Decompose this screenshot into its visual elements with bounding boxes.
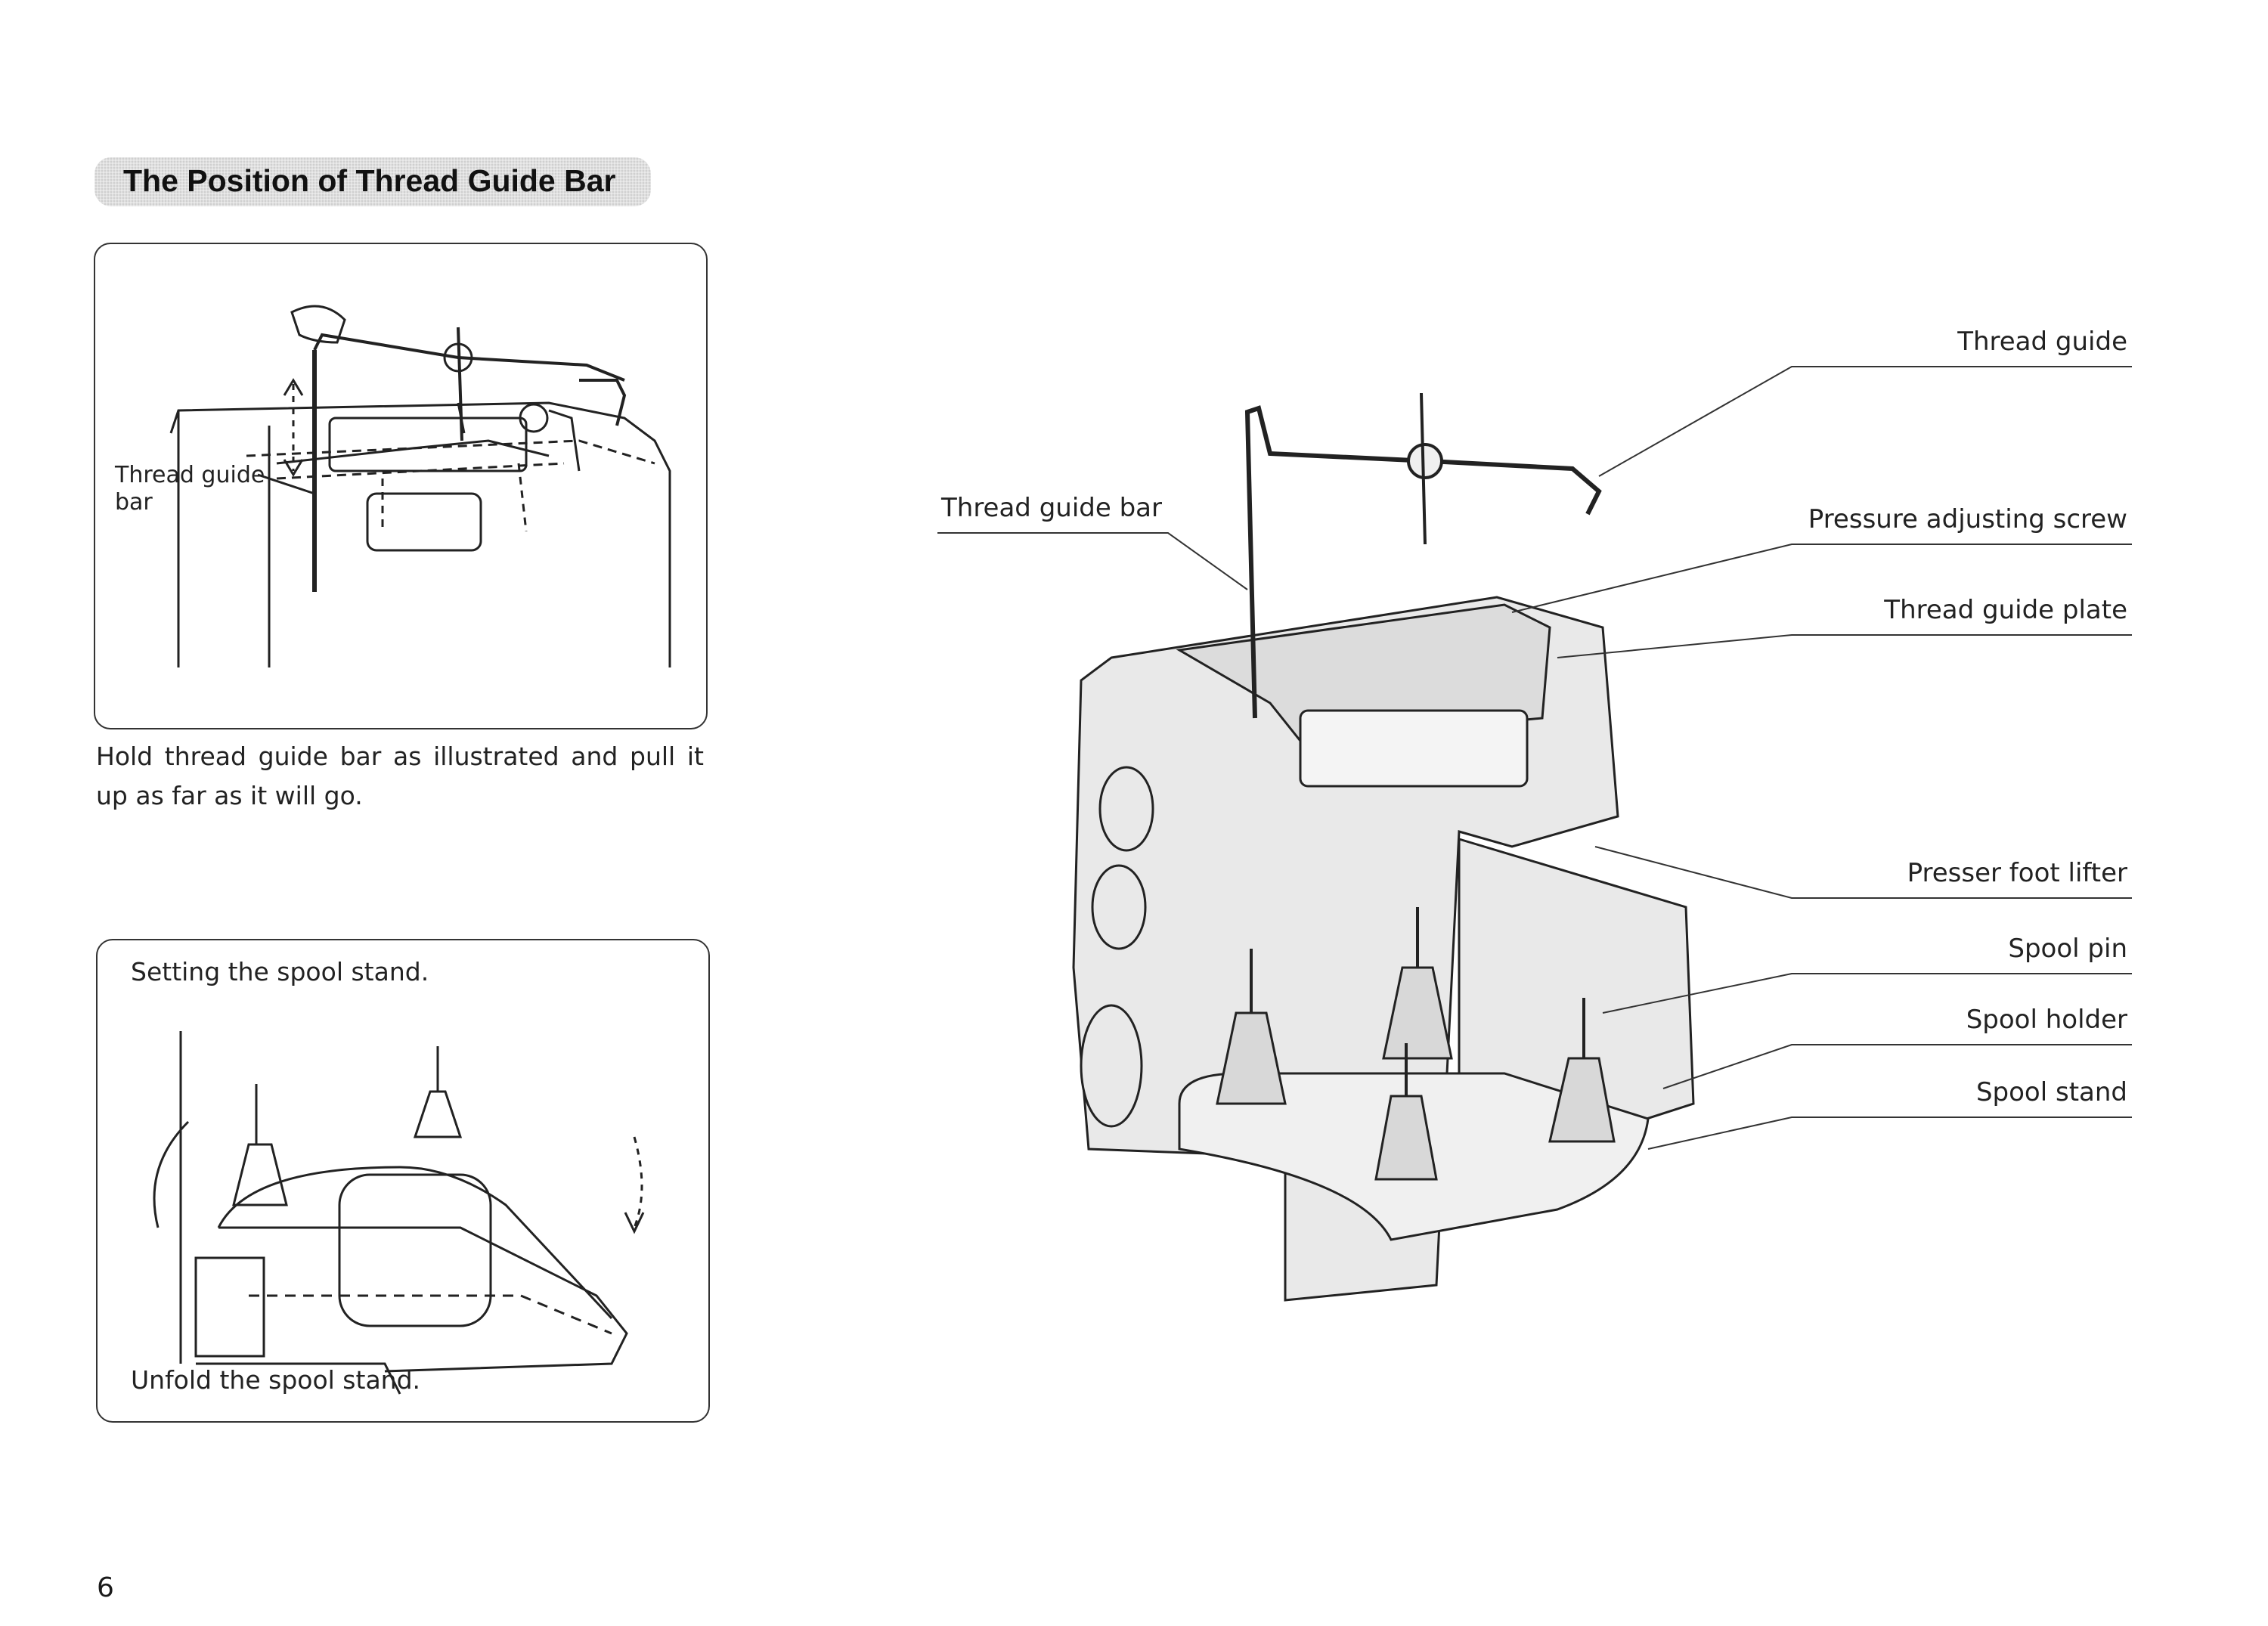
section-title: The Position of Thread Guide Bar — [94, 157, 651, 206]
page-number: 6 — [97, 1572, 114, 1603]
callout-spool-holder: Spool holder — [1966, 1005, 2127, 1035]
instruction-text: Hold thread guide bar as illustrated and… — [96, 742, 704, 810]
callout-thread-guide-bar: Thread guide bar — [941, 493, 1162, 523]
caption-setting-spool-stand: Setting the spool stand. — [131, 957, 429, 986]
thread-guide-bar-figure: Thread guide bar — [94, 243, 708, 729]
callout-spool-pin: Spool pin — [2008, 934, 2127, 964]
callout-pressure-adjusting-screw: Pressure adjusting screw — [1808, 504, 2127, 534]
label-line-1: Thread guide — [115, 462, 265, 488]
thread-guide-bar-label: Thread guide bar — [115, 462, 265, 516]
callout-thread-guide: Thread guide — [1957, 327, 2127, 357]
label-line-2: bar — [115, 489, 153, 516]
spool-stand-figure: Setting the spool stand. Unfold the spoo… — [96, 939, 710, 1423]
spool-stand-illustration — [153, 1031, 645, 1395]
caption-unfold-spool-stand: Unfold the spool stand. — [131, 1365, 421, 1395]
thread-guide-bar-illustration — [169, 305, 671, 667]
callout-presser-foot-lifter: Presser foot lifter — [1907, 858, 2127, 888]
callout-spool-stand: Spool stand — [1975, 1077, 2127, 1107]
callout-thread-guide-plate: Thread guide plate — [1884, 595, 2127, 625]
